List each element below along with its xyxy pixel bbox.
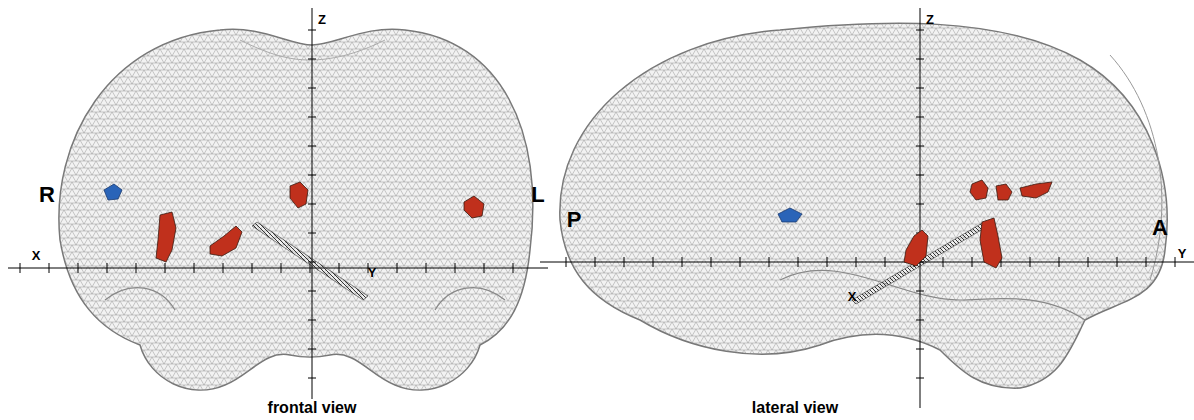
tick-mark [653,257,654,267]
view-caption: frontal view [266,399,359,417]
activation-blobs [104,182,484,262]
orientation-label: A [1150,216,1170,240]
tick-mark [165,263,166,273]
tick-mark [711,257,712,267]
tick-mark [426,263,427,273]
tick-mark [1088,257,1089,267]
tick-mark [455,263,456,273]
tick-mark [885,257,886,267]
tick-mark [308,175,316,176]
tick-mark [223,263,224,273]
tick-mark [916,59,924,60]
tick-mark [972,257,973,267]
tick-mark [769,257,770,267]
tick-mark [856,257,857,267]
tick-mark [308,349,316,350]
axis-label: Y [1176,247,1189,261]
tick-mark [308,291,316,292]
tick-mark [308,88,316,89]
axes-lateral [540,8,1194,408]
tick-mark [916,117,924,118]
axis-label: Y [366,266,379,280]
tick-mark [20,263,21,273]
tick-mark [49,263,50,273]
orientation-label: R [37,183,57,207]
tick-mark [916,88,924,89]
axes-frontal [8,8,548,408]
tick-mark [916,175,924,176]
axis-label: Z [316,13,328,27]
tick-mark [682,257,683,267]
tick-mark [281,263,282,273]
tick-mark [798,257,799,267]
orientation-label: L [529,183,546,207]
frontal-brain [59,29,533,390]
tick-mark [308,117,316,118]
tick-mark [624,257,625,267]
tick-marks [20,30,513,378]
tick-mark [1146,257,1147,267]
tick-mark [107,263,108,273]
axis-label: Z [924,13,936,27]
tick-mark [397,263,398,273]
lateral-brain [560,23,1167,388]
orientation-label: P [565,208,584,232]
tick-mark [339,263,340,273]
tick-mark [827,257,828,267]
tick-mark [566,257,567,267]
tick-mark [308,146,316,147]
tick-mark [310,263,311,273]
tick-mark [943,257,944,267]
tick-mark [1059,257,1060,267]
tick-mark [308,233,316,234]
tick-mark [916,291,924,292]
view-caption: lateral view [750,399,840,417]
tick-mark [1175,257,1176,267]
tick-mark [916,349,924,350]
tick-mark [916,378,924,379]
tick-mark [308,378,316,379]
tick-mark [484,263,485,273]
tick-mark [194,263,195,273]
tick-mark [136,263,137,273]
tick-mark [595,257,596,267]
tick-mark [252,263,253,273]
tick-mark [1117,257,1118,267]
tick-mark [916,204,924,205]
tick-mark [308,30,316,31]
axis-label: X [846,290,859,304]
axis-label: X [30,249,43,263]
tick-mark [916,320,924,321]
tick-mark [308,262,316,263]
tick-mark [513,263,514,273]
tick-mark [1030,257,1031,267]
tick-mark [916,30,924,31]
tick-mark [78,263,79,273]
tick-mark [308,204,316,205]
tick-mark [740,257,741,267]
activation-blobs [778,180,1052,268]
tick-mark [308,320,316,321]
tick-mark [916,146,924,147]
tick-marks [566,30,1175,378]
tick-mark [308,59,316,60]
